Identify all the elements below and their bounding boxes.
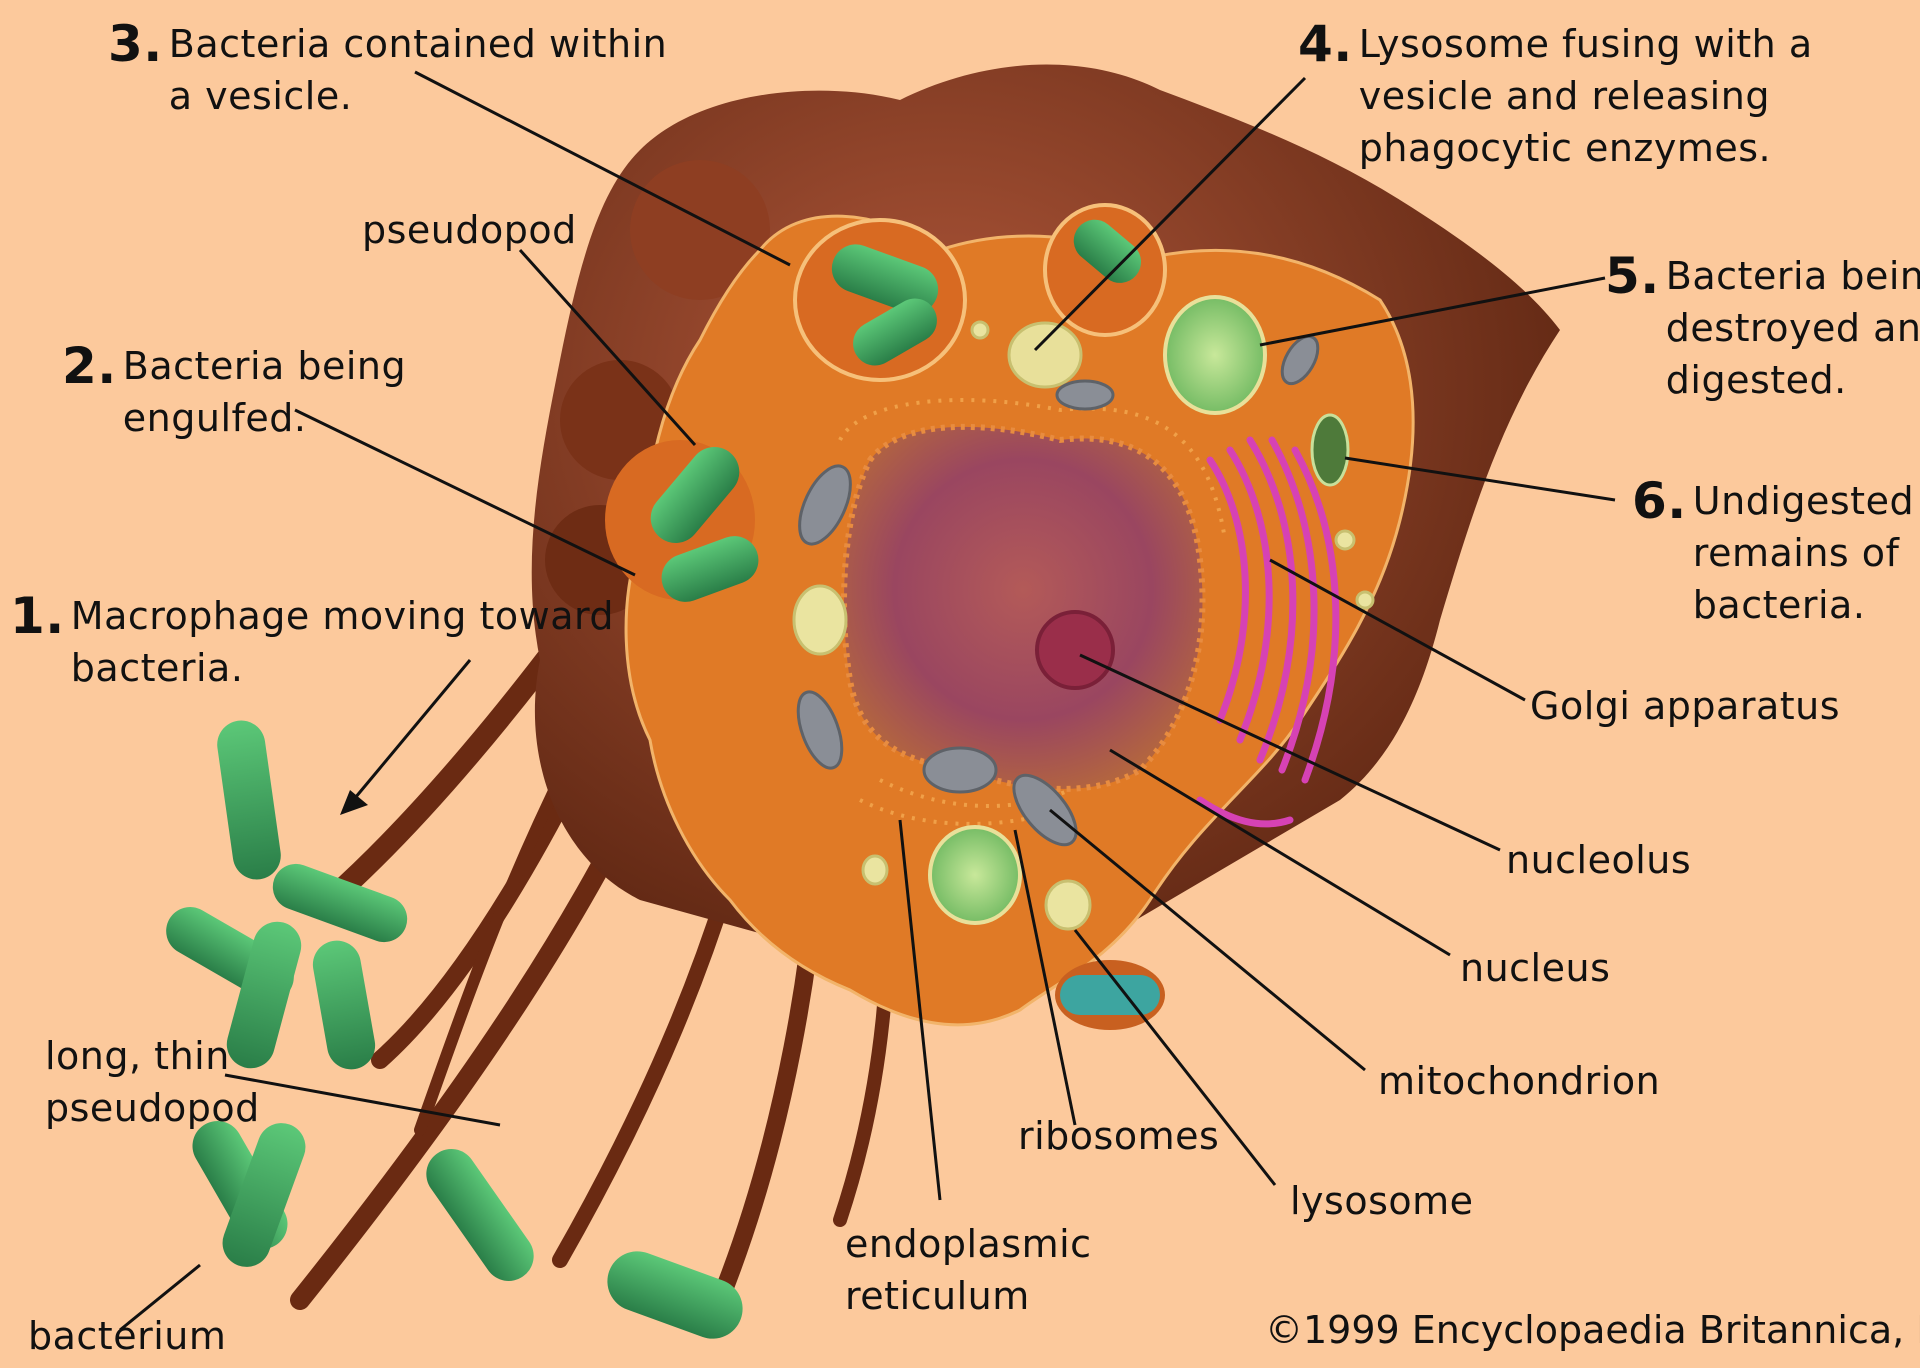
nucleus-label: nucleus (1460, 942, 1610, 994)
arrow-head (340, 790, 368, 815)
lysosome-label: lysosome (1290, 1175, 1474, 1227)
ribosomes-label: ribosomes (1018, 1110, 1219, 1162)
long-thin-pseudopod-label: long, thin pseudopod (45, 1030, 260, 1134)
bacterium-label: bacterium (28, 1310, 226, 1362)
nucleolus-label: nucleolus (1506, 834, 1691, 886)
endoplasmic-reticulum-label: endoplasmic reticulum (845, 1218, 1092, 1322)
nucleolus (1037, 612, 1113, 688)
copyright-credit: ©1999 Encyclopaedia Britannica, Inc. (1265, 1308, 1920, 1352)
mitochondrion-label: mitochondrion (1378, 1055, 1660, 1107)
bottom-bacterium (1055, 960, 1165, 1030)
golgi-apparatus-label: Golgi apparatus (1530, 680, 1840, 732)
pseudopod-label: pseudopod (362, 204, 577, 256)
nucleus (844, 427, 1202, 789)
